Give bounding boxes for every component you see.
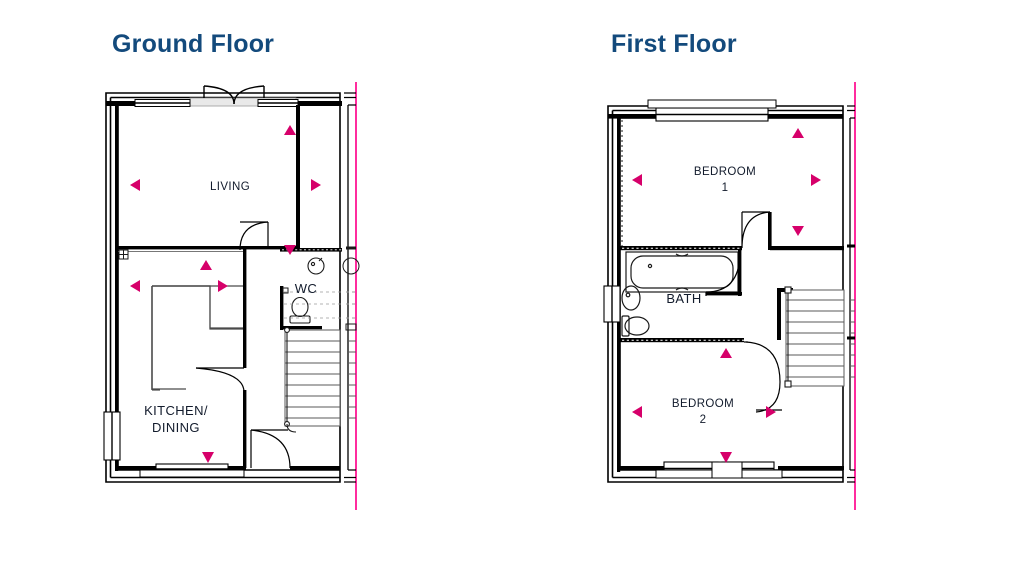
label-bedroom1-line1: BEDROOM xyxy=(694,166,756,178)
window-top-left xyxy=(134,99,191,107)
window-left-kitchen xyxy=(103,411,121,461)
dimension-arrow-right-bedroom2 xyxy=(766,406,776,418)
label-bath: BATH xyxy=(666,291,701,306)
window-left-bath xyxy=(603,285,621,323)
dimension-arrow-left-living xyxy=(130,179,140,191)
wc-walls xyxy=(280,248,342,330)
bedroom1-door xyxy=(741,211,771,249)
adjoining-property-sliver xyxy=(847,105,855,483)
dimension-arrow-left-bedroom1 xyxy=(632,174,642,186)
radiator-fitting xyxy=(118,249,129,260)
kitchen-door xyxy=(195,367,245,393)
bath-right-wall xyxy=(706,250,742,296)
dimension-arrow-left-kitchen xyxy=(130,280,140,292)
window-bottom-kitchen xyxy=(139,463,245,478)
living-room-walls xyxy=(118,105,300,252)
kitchen-worktop xyxy=(151,285,246,390)
bathtub xyxy=(625,251,739,293)
dimension-arrow-bottom-kitchen xyxy=(202,452,214,463)
kitchen-units xyxy=(151,285,246,391)
adjoining-stairs xyxy=(348,340,356,419)
wc-toilet xyxy=(289,296,311,324)
first-bottom-wall xyxy=(620,466,844,470)
label-bedroom2-line1: BEDROOM xyxy=(672,398,734,410)
ground-wall-fill xyxy=(115,103,119,471)
dimension-arrow-kitchen-up xyxy=(200,260,212,270)
dimension-arrows xyxy=(632,128,821,463)
window-bottom-bedroom2 xyxy=(655,461,783,479)
first-floor-plan: BEDROOM 1 BATH BEDROOM 2 xyxy=(498,0,1024,584)
label-kitchen-line1: KITCHEN/ xyxy=(144,403,208,418)
label-wc: WC xyxy=(295,281,317,296)
bath-basin xyxy=(621,285,641,311)
label-kitchen-line2: DINING xyxy=(152,420,200,435)
dimension-arrow-right-kitchen xyxy=(218,280,228,292)
window-top-right xyxy=(257,99,299,107)
bath-toilet xyxy=(621,315,650,337)
adjoining-first-stairs xyxy=(850,299,855,378)
label-bedroom2-line2: 2 xyxy=(700,414,707,426)
dimension-arrow-landing-down xyxy=(792,226,804,236)
living-door xyxy=(239,221,269,251)
entrance-door xyxy=(250,429,291,469)
staircase xyxy=(284,329,341,427)
dimension-arrow-right-bedroom1 xyxy=(811,174,821,186)
stair-handrail xyxy=(284,327,297,433)
dimension-arrow-right-living xyxy=(311,179,321,191)
wc-small-fitting xyxy=(282,287,289,294)
dimension-arrow-bottom-bedroom2 xyxy=(720,452,732,463)
ground-bottom-right-wall xyxy=(290,466,340,470)
bath-bedroom2-wall xyxy=(620,338,744,343)
ground-bottom-wall xyxy=(118,466,246,470)
wc-guidelines xyxy=(284,291,342,319)
first-staircase xyxy=(785,289,845,387)
dimension-arrows xyxy=(130,125,321,463)
adjoining-property-sliver xyxy=(344,92,356,483)
bedroom2-door xyxy=(744,341,782,413)
dimension-arrow-bedroom2-up xyxy=(720,348,732,358)
dimension-arrow-top-bedroom1 xyxy=(792,128,804,138)
ground-floor-title: Ground Floor xyxy=(112,30,275,58)
dimension-arrow-top-living xyxy=(284,125,296,135)
kitchen-hall-wall xyxy=(243,246,247,468)
adjoining-wc-fixtures xyxy=(342,246,360,331)
first-floor-title: First Floor xyxy=(611,30,737,58)
label-living: LIVING xyxy=(210,181,250,193)
first-stair-handrail xyxy=(784,286,792,388)
landing-wall-upper xyxy=(768,212,844,251)
dimension-arrow-left-bedroom2 xyxy=(632,406,642,418)
label-bedroom1-line2: 1 xyxy=(722,182,729,194)
dimension-arrow-hall-down xyxy=(284,245,296,255)
window-top-bedroom1 xyxy=(647,99,777,122)
bath-door xyxy=(705,251,741,296)
wc-basin xyxy=(307,257,325,275)
ground-floor-plan: LIVING WC KITCHEN/ DINING xyxy=(103,82,360,510)
